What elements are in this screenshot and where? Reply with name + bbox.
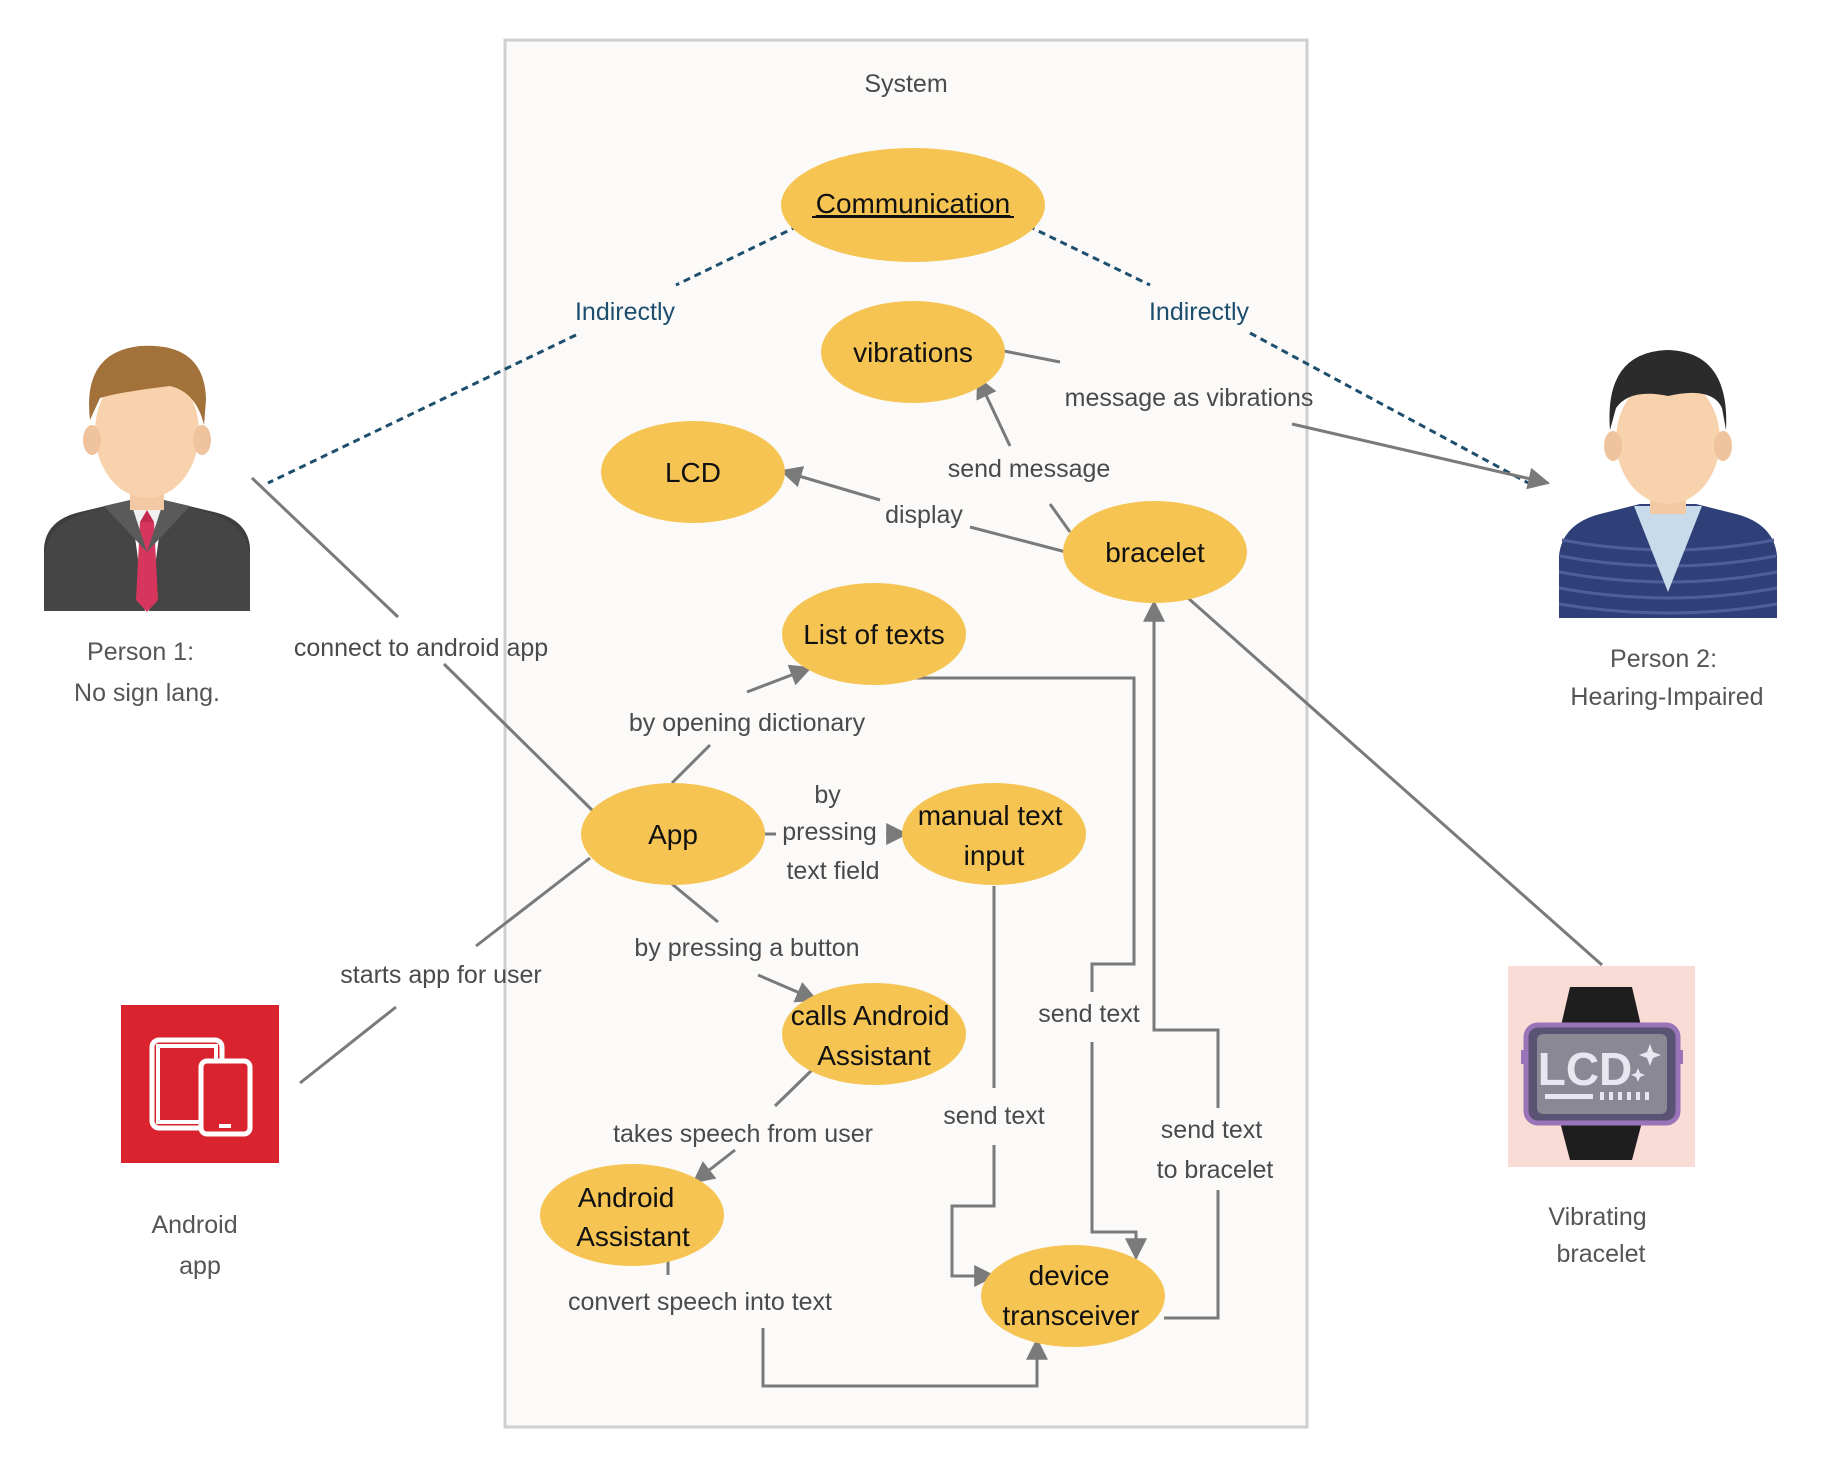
assistant-to-transceiver-b	[761, 1328, 1048, 1388]
label-send-text-1: send text	[1038, 1000, 1140, 1028]
use-case-calls-android-assistant[interactable]	[782, 983, 966, 1085]
app-to-android-app-lower	[299, 1005, 397, 1085]
android-app-label: Android app	[151, 1211, 244, 1280]
label-by-pressing-text-field: by pressing text field	[782, 781, 883, 885]
indirect-link-left-lower	[267, 333, 577, 485]
transceiver-to-bracelet-upper	[1143, 599, 1220, 1108]
businessman-avatar-icon	[44, 345, 280, 612]
use-case-communication-label: Communication	[816, 188, 1011, 219]
label-send-message: send message	[948, 455, 1111, 483]
tablet-phone-icon	[121, 1005, 279, 1163]
label-send-text-2: send text	[943, 1102, 1045, 1130]
use-case-vibrations[interactable]	[821, 301, 1005, 403]
system-title: System	[864, 70, 947, 98]
use-case-manual-text-input[interactable]	[902, 783, 1086, 885]
label-send-text-to-bracelet: send text to bracelet	[1157, 1116, 1274, 1184]
vibrations-to-person2	[1003, 349, 1061, 364]
app-to-calls-lower	[757, 973, 819, 1003]
indirect-link-right-lower	[1249, 331, 1533, 487]
manual-to-transceiver-lower	[950, 1145, 997, 1287]
label-by-opening-dictionary: by opening dictionary	[629, 709, 866, 737]
label-display: display	[885, 501, 963, 529]
use-case-android-assistant[interactable]	[540, 1164, 724, 1266]
use-case-app[interactable]	[581, 783, 765, 885]
person2-label: Person 2: Hearing-Impaired	[1570, 645, 1763, 711]
bracelet-to-vibrations-lower	[1048, 503, 1072, 533]
label-takes-speech-from-user: takes speech from user	[613, 1120, 873, 1148]
vibrations-to-person2-2	[1291, 422, 1551, 490]
edge-labels: Indirectly Indirectly message as vibrati…	[294, 298, 1314, 1316]
use-case-list-of-texts-label: List of texts	[803, 619, 945, 650]
lcd-icon-text: LCD	[1538, 1043, 1633, 1095]
indirect-link-right	[1027, 224, 1151, 287]
use-case-list-of-texts[interactable]	[782, 583, 966, 685]
list-to-transceiver-lower	[1090, 1042, 1147, 1261]
bracelet-to-lcd	[779, 466, 881, 502]
bracelet-to-vibrating-bracelet	[1187, 596, 1603, 967]
use-case-device-transceiver[interactable]	[981, 1245, 1165, 1347]
bracelet-to-lcd-lower	[969, 525, 1067, 554]
label-starts-app-for-user: starts app for user	[340, 961, 541, 989]
dashed-connectors	[267, 224, 1533, 487]
list-to-transceiver-upper	[906, 676, 1136, 992]
lcd-smartwatch-icon: LCD	[1508, 966, 1695, 1167]
use-case-lcd-label: LCD	[665, 457, 721, 488]
vibrating-bracelet-label: Vibrating bracelet	[1548, 1203, 1653, 1268]
use-case-bracelet-label: bracelet	[1105, 537, 1205, 568]
use-case-lcd[interactable]	[601, 421, 785, 523]
app-to-calls-upper	[671, 882, 719, 924]
label-message-as-vibrations: message as vibrations	[1065, 384, 1314, 412]
indirect-link-left	[675, 224, 799, 287]
calls-to-assistant-lower	[692, 1148, 736, 1184]
use-case-communication[interactable]	[781, 148, 1045, 262]
use-case-device-transceiver-label: device transceiver	[1003, 1260, 1140, 1331]
use-case-bracelet[interactable]	[1063, 501, 1247, 603]
use-cases: Communication vibrations LCD bracelet Li…	[540, 148, 1247, 1347]
person1-label: Person 1: No sign lang.	[74, 638, 220, 707]
app-to-list-lower	[670, 743, 712, 785]
use-case-android-assistant-label: Android Assistant	[576, 1182, 690, 1252]
man-sweater-avatar-icon	[1558, 350, 1778, 618]
label-indirectly-left: Indirectly	[575, 298, 676, 326]
calls-to-assistant-upper	[773, 1068, 814, 1108]
transceiver-to-bracelet-lower	[1164, 1190, 1220, 1320]
use-case-calls-android-assistant-label: calls Android Assistant	[791, 1000, 958, 1071]
use-case-manual-text-input-label: manual text input	[918, 800, 1071, 871]
bracelet-to-vibrations	[976, 376, 1012, 447]
label-convert-speech-into-text: convert speech into text	[568, 1288, 832, 1316]
solid-connectors	[250, 349, 1603, 1388]
label-by-pressing-a-button: by pressing a button	[634, 934, 859, 962]
person1-to-app-lower	[442, 662, 596, 814]
use-case-app-label: App	[648, 819, 698, 850]
label-connect-to-android-app: connect to android app	[294, 634, 548, 662]
app-to-list-upper	[746, 664, 813, 694]
label-indirectly-right: Indirectly	[1149, 298, 1250, 326]
app-to-android-app-upper	[475, 856, 591, 948]
person1-to-app-upper	[250, 476, 400, 619]
use-case-vibrations-label: vibrations	[853, 337, 973, 368]
